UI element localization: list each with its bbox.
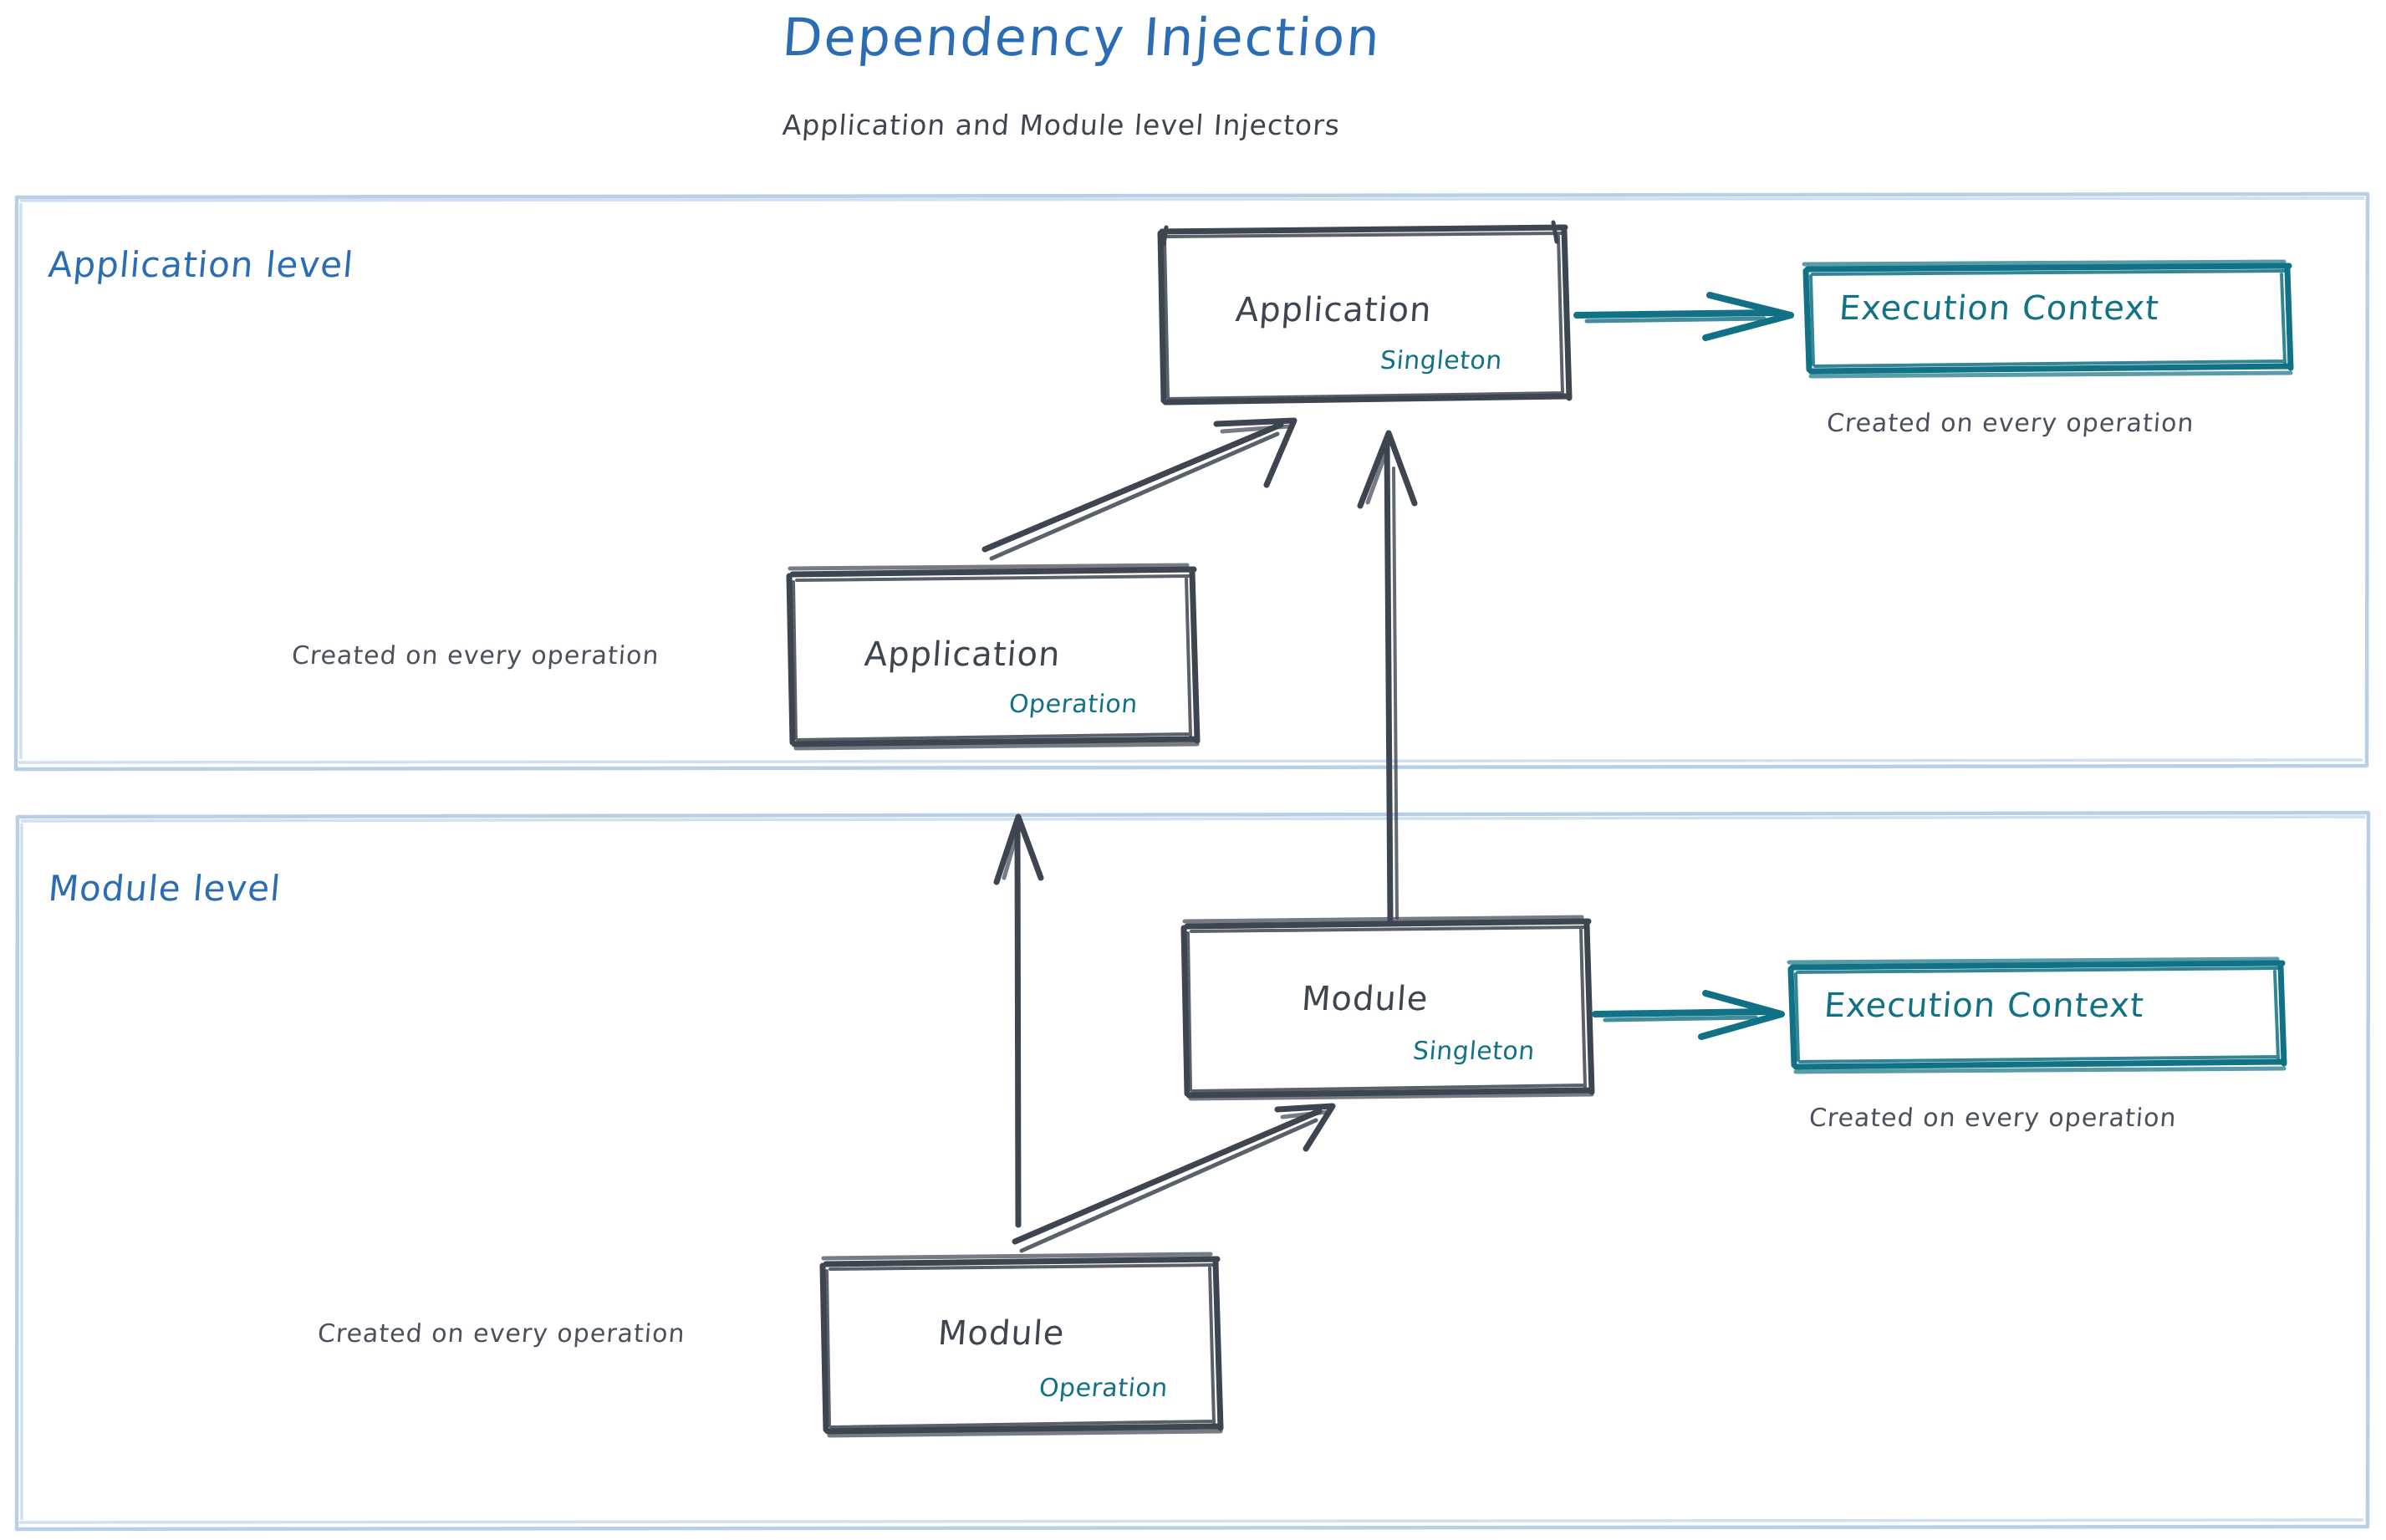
edge-app-operation-to-app-singleton — [981, 417, 1298, 561]
lane-module-level-frame — [14, 810, 2371, 1532]
node-title-module-operation: Module — [936, 1314, 1067, 1353]
edge-module-singleton-to-exec-ctx — [1592, 990, 1785, 1040]
node-box-execution-context-application[interactable] — [1802, 259, 2294, 379]
node-scope-application-singleton: Singleton — [1379, 346, 1504, 375]
caption-application-operation: Created on every operation — [290, 641, 660, 671]
caption-execution-context-application: Created on every operation — [1825, 409, 2195, 438]
node-title-module-singleton: Module — [1300, 980, 1430, 1018]
edge-module-operation-to-module-singleton — [1012, 1103, 1336, 1253]
caption-execution-context-module: Created on every operation — [1807, 1104, 2178, 1133]
node-title-application-singleton: Application — [1234, 291, 1434, 329]
edge-app-singleton-to-exec-ctx — [1573, 292, 1794, 341]
page-title: Dependency Injection — [780, 7, 1384, 68]
lane-application-level-frame — [13, 191, 2370, 772]
edge-module-operation-to-application-lane — [993, 813, 1044, 1228]
node-title-application-operation: Application — [863, 635, 1063, 674]
caption-module-operation: Created on every operation — [316, 1319, 686, 1349]
node-box-application-singleton[interactable] — [1157, 220, 1573, 405]
node-scope-module-operation: Operation — [1038, 1374, 1170, 1403]
node-scope-module-singleton: Singleton — [1411, 1037, 1537, 1066]
node-box-execution-context-module[interactable] — [1787, 956, 2287, 1074]
lane-label-application-level: Application level — [46, 244, 356, 285]
node-scope-application-operation: Operation — [1007, 690, 1139, 719]
node-title-execution-context-application: Execution Context — [1838, 289, 2161, 328]
node-title-execution-context-module: Execution Context — [1823, 987, 2146, 1025]
page-subtitle: Application and Module level Injectors — [781, 109, 1342, 141]
edge-module-singleton-to-app-singleton — [1357, 430, 1418, 923]
node-box-module-operation[interactable] — [819, 1252, 1224, 1438]
node-box-module-singleton[interactable] — [1180, 915, 1595, 1101]
node-box-application-operation[interactable] — [786, 563, 1201, 751]
lane-label-module-level: Module level — [46, 868, 283, 909]
